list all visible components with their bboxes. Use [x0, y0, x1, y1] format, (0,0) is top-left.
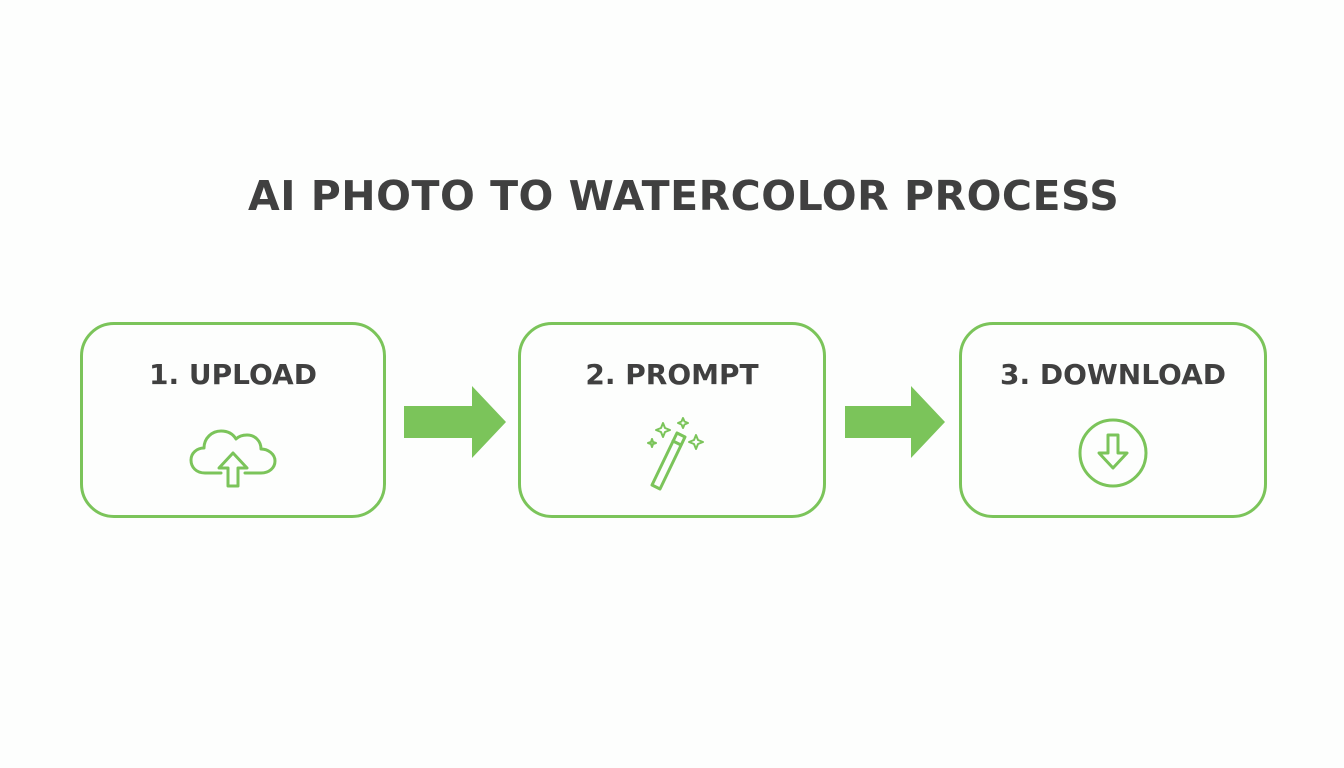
- step-upload-label: 1. UPLOAD: [149, 358, 317, 391]
- step-prompt-label: 2. PROMPT: [585, 358, 759, 391]
- step-download: 3. DOWNLOAD: [959, 322, 1267, 518]
- arrow-right-icon: [404, 386, 508, 458]
- cloud-upload-icon: [183, 413, 283, 493]
- step-upload: 1. UPLOAD: [80, 322, 386, 518]
- step-prompt: 2. PROMPT: [518, 322, 826, 518]
- arrow-right-icon: [845, 386, 949, 458]
- download-circle-icon: [1063, 413, 1163, 493]
- step-download-label: 3. DOWNLOAD: [999, 358, 1227, 391]
- magic-wand-icon: [622, 413, 722, 493]
- diagram-title: AI PHOTO TO WATERCOLOR PROCESS: [248, 172, 1120, 220]
